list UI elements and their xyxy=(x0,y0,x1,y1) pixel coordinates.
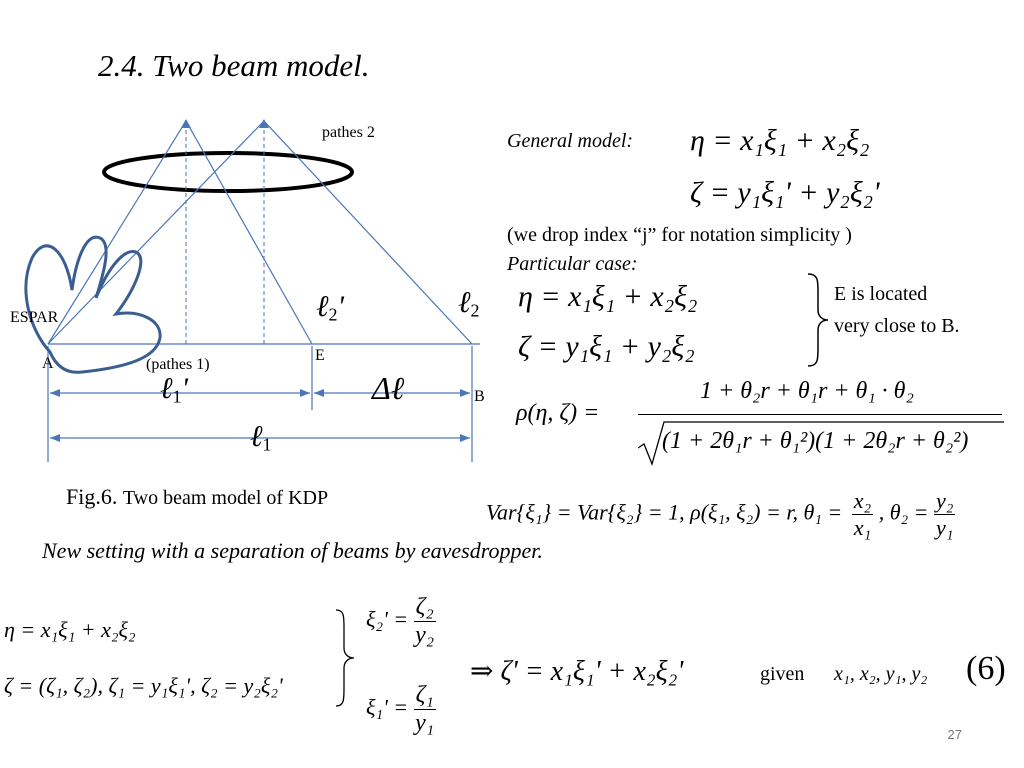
espar-label: ESPAR xyxy=(10,309,59,326)
l1-prime-label: ℓ1' xyxy=(160,372,188,407)
bottom-right-brace xyxy=(335,609,355,707)
general-eq-eta: η = x₁ξ₁ + x₂ξ₂ xyxy=(690,124,870,157)
new-eq-zeta: ζ = (ζ₁, ζ₂), ζ₁ = y₁ξ₁', ζ₂ = y₂ξ₂' xyxy=(4,673,283,698)
pathes-1-label: (pathes 1) xyxy=(146,356,210,373)
figure-title: Two beam model of KDP xyxy=(122,487,329,509)
new-setting-heading: New setting with a separation of beams b… xyxy=(42,538,543,563)
beam-line xyxy=(47,120,187,345)
antenna-pattern xyxy=(24,235,162,374)
page-number: 27 xyxy=(947,727,962,742)
l2-label: ℓ2 xyxy=(458,286,480,321)
var-line: Var{ξ₁} = Var{ξ₂} = 1, ρ(ξ₁, ξ₂) = r, θ₁… xyxy=(486,488,956,540)
general-model-label: General model: xyxy=(507,130,634,152)
implies-eq: ⇒ ζ' = x₁ξ₁' + x₂ξ₂' xyxy=(470,656,684,687)
right-brace xyxy=(807,273,829,367)
pathes-2-label: pathes 2 xyxy=(322,124,375,141)
rho-fraction-bar xyxy=(638,414,1002,415)
rho-denominator: (1 + 2θ₁r + θ₁²)(1 + 2θ₂r + θ₂²) xyxy=(662,428,969,454)
particular-eq-zeta: ζ = y₁ξ₁ + y₂ξ₂ xyxy=(518,330,695,363)
beam-line xyxy=(263,120,473,345)
point-a-label: A xyxy=(42,355,54,372)
equation-number: (6) xyxy=(966,650,1006,687)
figure-number: Fig.6. xyxy=(66,484,118,509)
slide-title: 2.4. Two beam model. xyxy=(98,48,370,83)
general-eq-zeta: ζ = y₁ξ₁' + y₂ξ₂' xyxy=(690,176,880,209)
rho-numerator: 1 + θ₂r + θ₁r + θ₁ · θ₂ xyxy=(700,378,914,404)
beam-line xyxy=(185,120,313,345)
eavesdropper-ellipse xyxy=(102,151,354,193)
l2-prime-label: ℓ2' xyxy=(316,290,344,325)
particular-eq-eta: η = x₁ξ₁ + x₂ξ₂ xyxy=(518,280,698,313)
point-e-label: E xyxy=(315,347,325,364)
point-b-label: B xyxy=(474,388,485,405)
given-variables: x₁, x₂, y₁, y₂ xyxy=(834,663,928,685)
particular-case-label: Particular case: xyxy=(507,253,638,275)
beam-line xyxy=(47,120,265,345)
drop-index-note: (we drop index “j” for notation simplici… xyxy=(507,224,852,246)
l1-label: ℓ1 xyxy=(250,420,272,455)
rho-lhs: ρ(η, ζ) = xyxy=(516,400,600,426)
two-beam-diagram xyxy=(24,119,480,462)
e-note-line2: very close to B. xyxy=(834,315,960,337)
delta-l-label: Δℓ xyxy=(372,370,405,406)
given-word: given xyxy=(760,663,805,685)
sqrt-sign xyxy=(637,421,1004,467)
new-eq-eta: η = x₁ξ₁ + x₂ξ₂ xyxy=(4,617,136,642)
figure-caption: Fig.6. Two beam model of KDP xyxy=(66,484,328,510)
e-note-line1: E is located xyxy=(834,283,928,305)
